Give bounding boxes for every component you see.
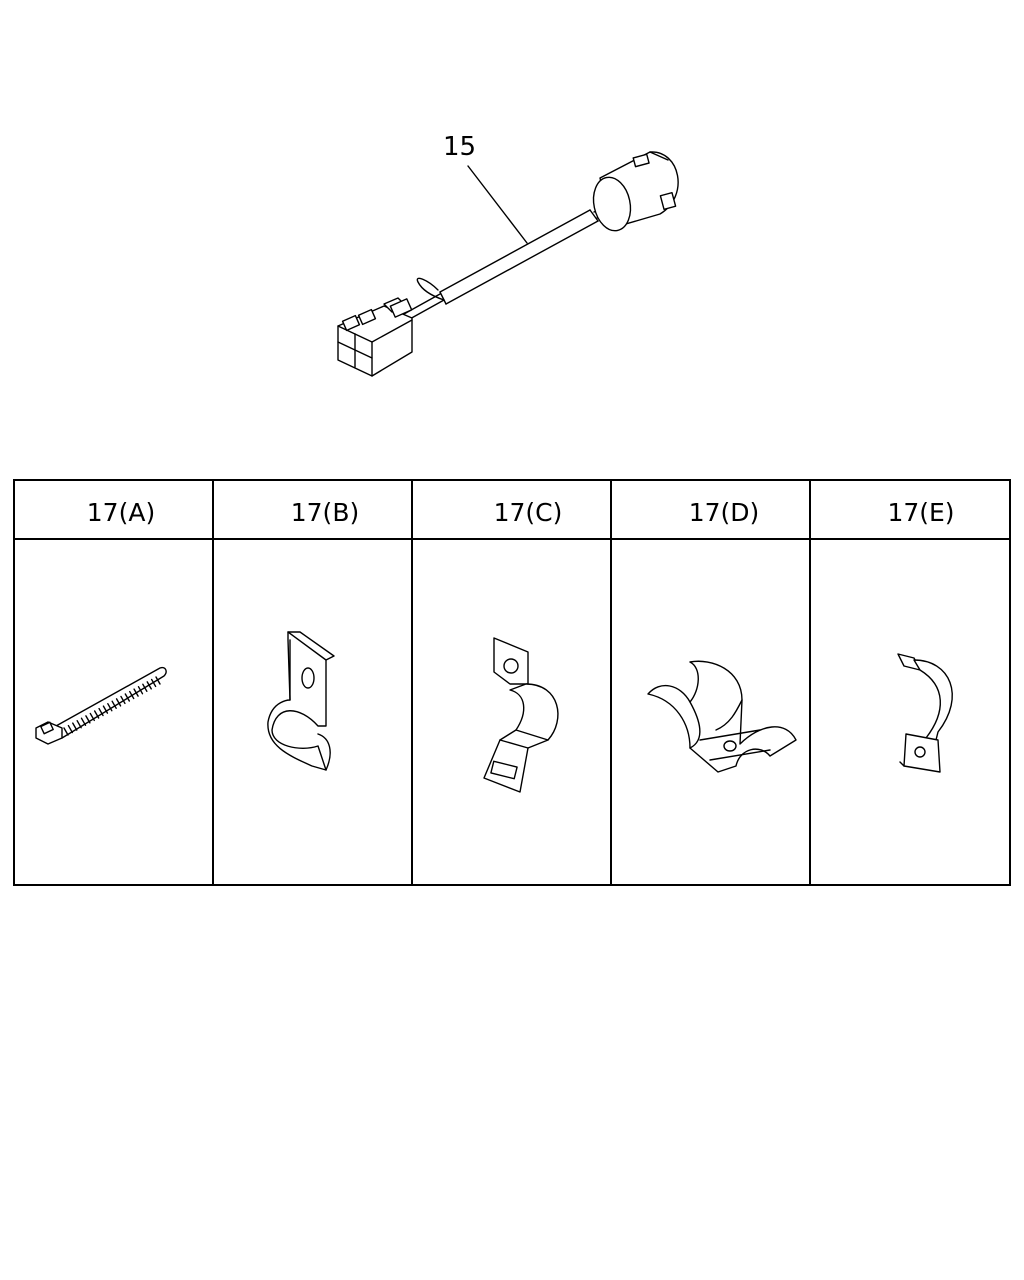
cable-tie-tooth [72,722,78,731]
cable-tie-tooth [85,715,91,724]
cable-tie-tooth [146,681,152,690]
callout-15: 15 [443,132,476,162]
connector-icon [337,297,413,377]
clip-c-icon [483,637,559,793]
cable-icon [403,199,623,321]
harness-assembly: 15 [337,132,679,377]
leader-line-15 [467,165,528,244]
header-17c: 17(C) [494,498,563,527]
parts-table: 17(A) 17(B) 17(C) 17(D) 17(E) [13,479,1011,886]
cable-tie-tooth [129,690,135,700]
cable-tie-tooth [155,676,161,685]
header-17b: 17(B) [291,498,359,527]
cable-tie-tooth [102,705,109,714]
cable-tie-tooth [80,717,87,726]
cable-tie-tooth [115,698,122,707]
cable-tie-tooth [107,703,113,712]
header-17d: 17(D) [689,498,760,527]
cable-tie-tooth [120,695,126,705]
header-17e: 17(E) [887,498,954,527]
clip-e-icon [897,653,953,773]
cable-tie-icon [35,666,167,745]
cable-tie-tooth [150,678,157,688]
cable-tie-tooth [133,688,139,697]
header-17a: 17(A) [87,498,155,527]
cable-tie-tooth [124,693,131,702]
cable-tie-tooth [63,727,69,736]
grommet-icon [592,151,679,232]
cable-tie-tooth [142,683,148,692]
cable-tie-tooth [98,707,104,717]
cable-tie-tooth [93,710,100,719]
cable-tie-tooth [89,712,95,722]
cable-tie-tooth [111,700,117,709]
cable-tie-tooth [67,724,74,734]
cable-tie-tooth [76,720,82,729]
clip-b-icon [267,631,335,771]
cable-tie-tooth [137,686,144,695]
clip-d-icon [647,660,797,773]
